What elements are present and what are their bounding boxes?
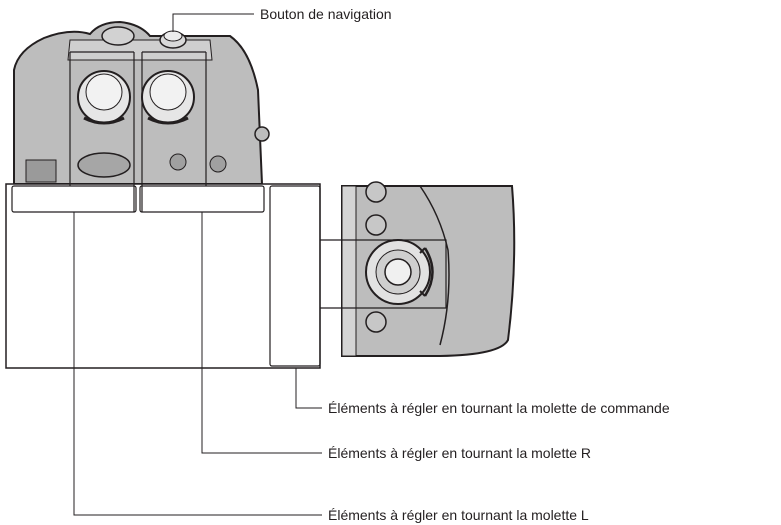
dial-r-items-label: Éléments à régler en tournant la molette…: [328, 445, 592, 461]
camera-top-view: [13, 20, 270, 185]
command-dial-area-box: [269, 185, 321, 367]
command-dial-items-label: Éléments à régler en tournant la molette…: [328, 400, 670, 416]
navigation-button-shape: [159, 30, 187, 49]
dial-r-shape: [141, 70, 195, 125]
leader-lines: [73, 13, 322, 516]
navigation-button-label: Bouton de navigation: [260, 6, 392, 22]
camera-back-view: [341, 181, 516, 357]
command-dial-shape: [365, 239, 434, 305]
dial-l-shape: [77, 70, 131, 125]
dial-l-items-label: Éléments à régler en tournant la molette…: [328, 507, 589, 523]
